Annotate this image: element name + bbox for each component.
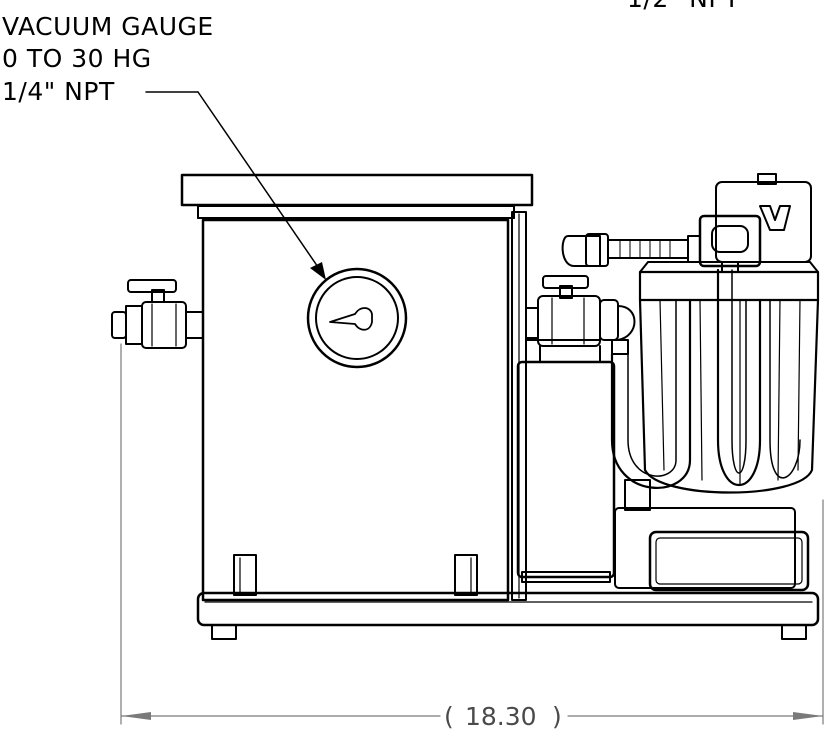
gauge-callout-line2: 0 TO 30 HG — [2, 44, 152, 73]
left-ball-valve — [111, 279, 204, 349]
overall-width-dimension — [120, 712, 824, 720]
separator-housing — [624, 261, 820, 511]
gauge-leader — [145, 91, 326, 280]
extension-lines — [120, 343, 824, 725]
top-right-callout: 1/2" NPT — [627, 0, 740, 12]
vacuum-gauge — [306, 267, 408, 369]
upper-hose — [561, 233, 701, 267]
base-plate — [196, 591, 820, 640]
pump-motor — [516, 339, 616, 583]
vacuum-chamber — [180, 173, 534, 602]
electrical-box — [614, 507, 810, 592]
dimension-open-paren: ( — [444, 702, 454, 731]
dimension-close-paren: ) — [552, 702, 562, 731]
gauge-callout-line3: 1/4" NPT — [2, 77, 115, 106]
dimension-value: 18.30 — [465, 702, 537, 731]
gauge-callout-line1: VACUUM GAUGE — [2, 12, 214, 41]
right-ball-valve — [525, 275, 636, 355]
separator-head — [698, 173, 812, 273]
u-tubes — [610, 268, 801, 489]
